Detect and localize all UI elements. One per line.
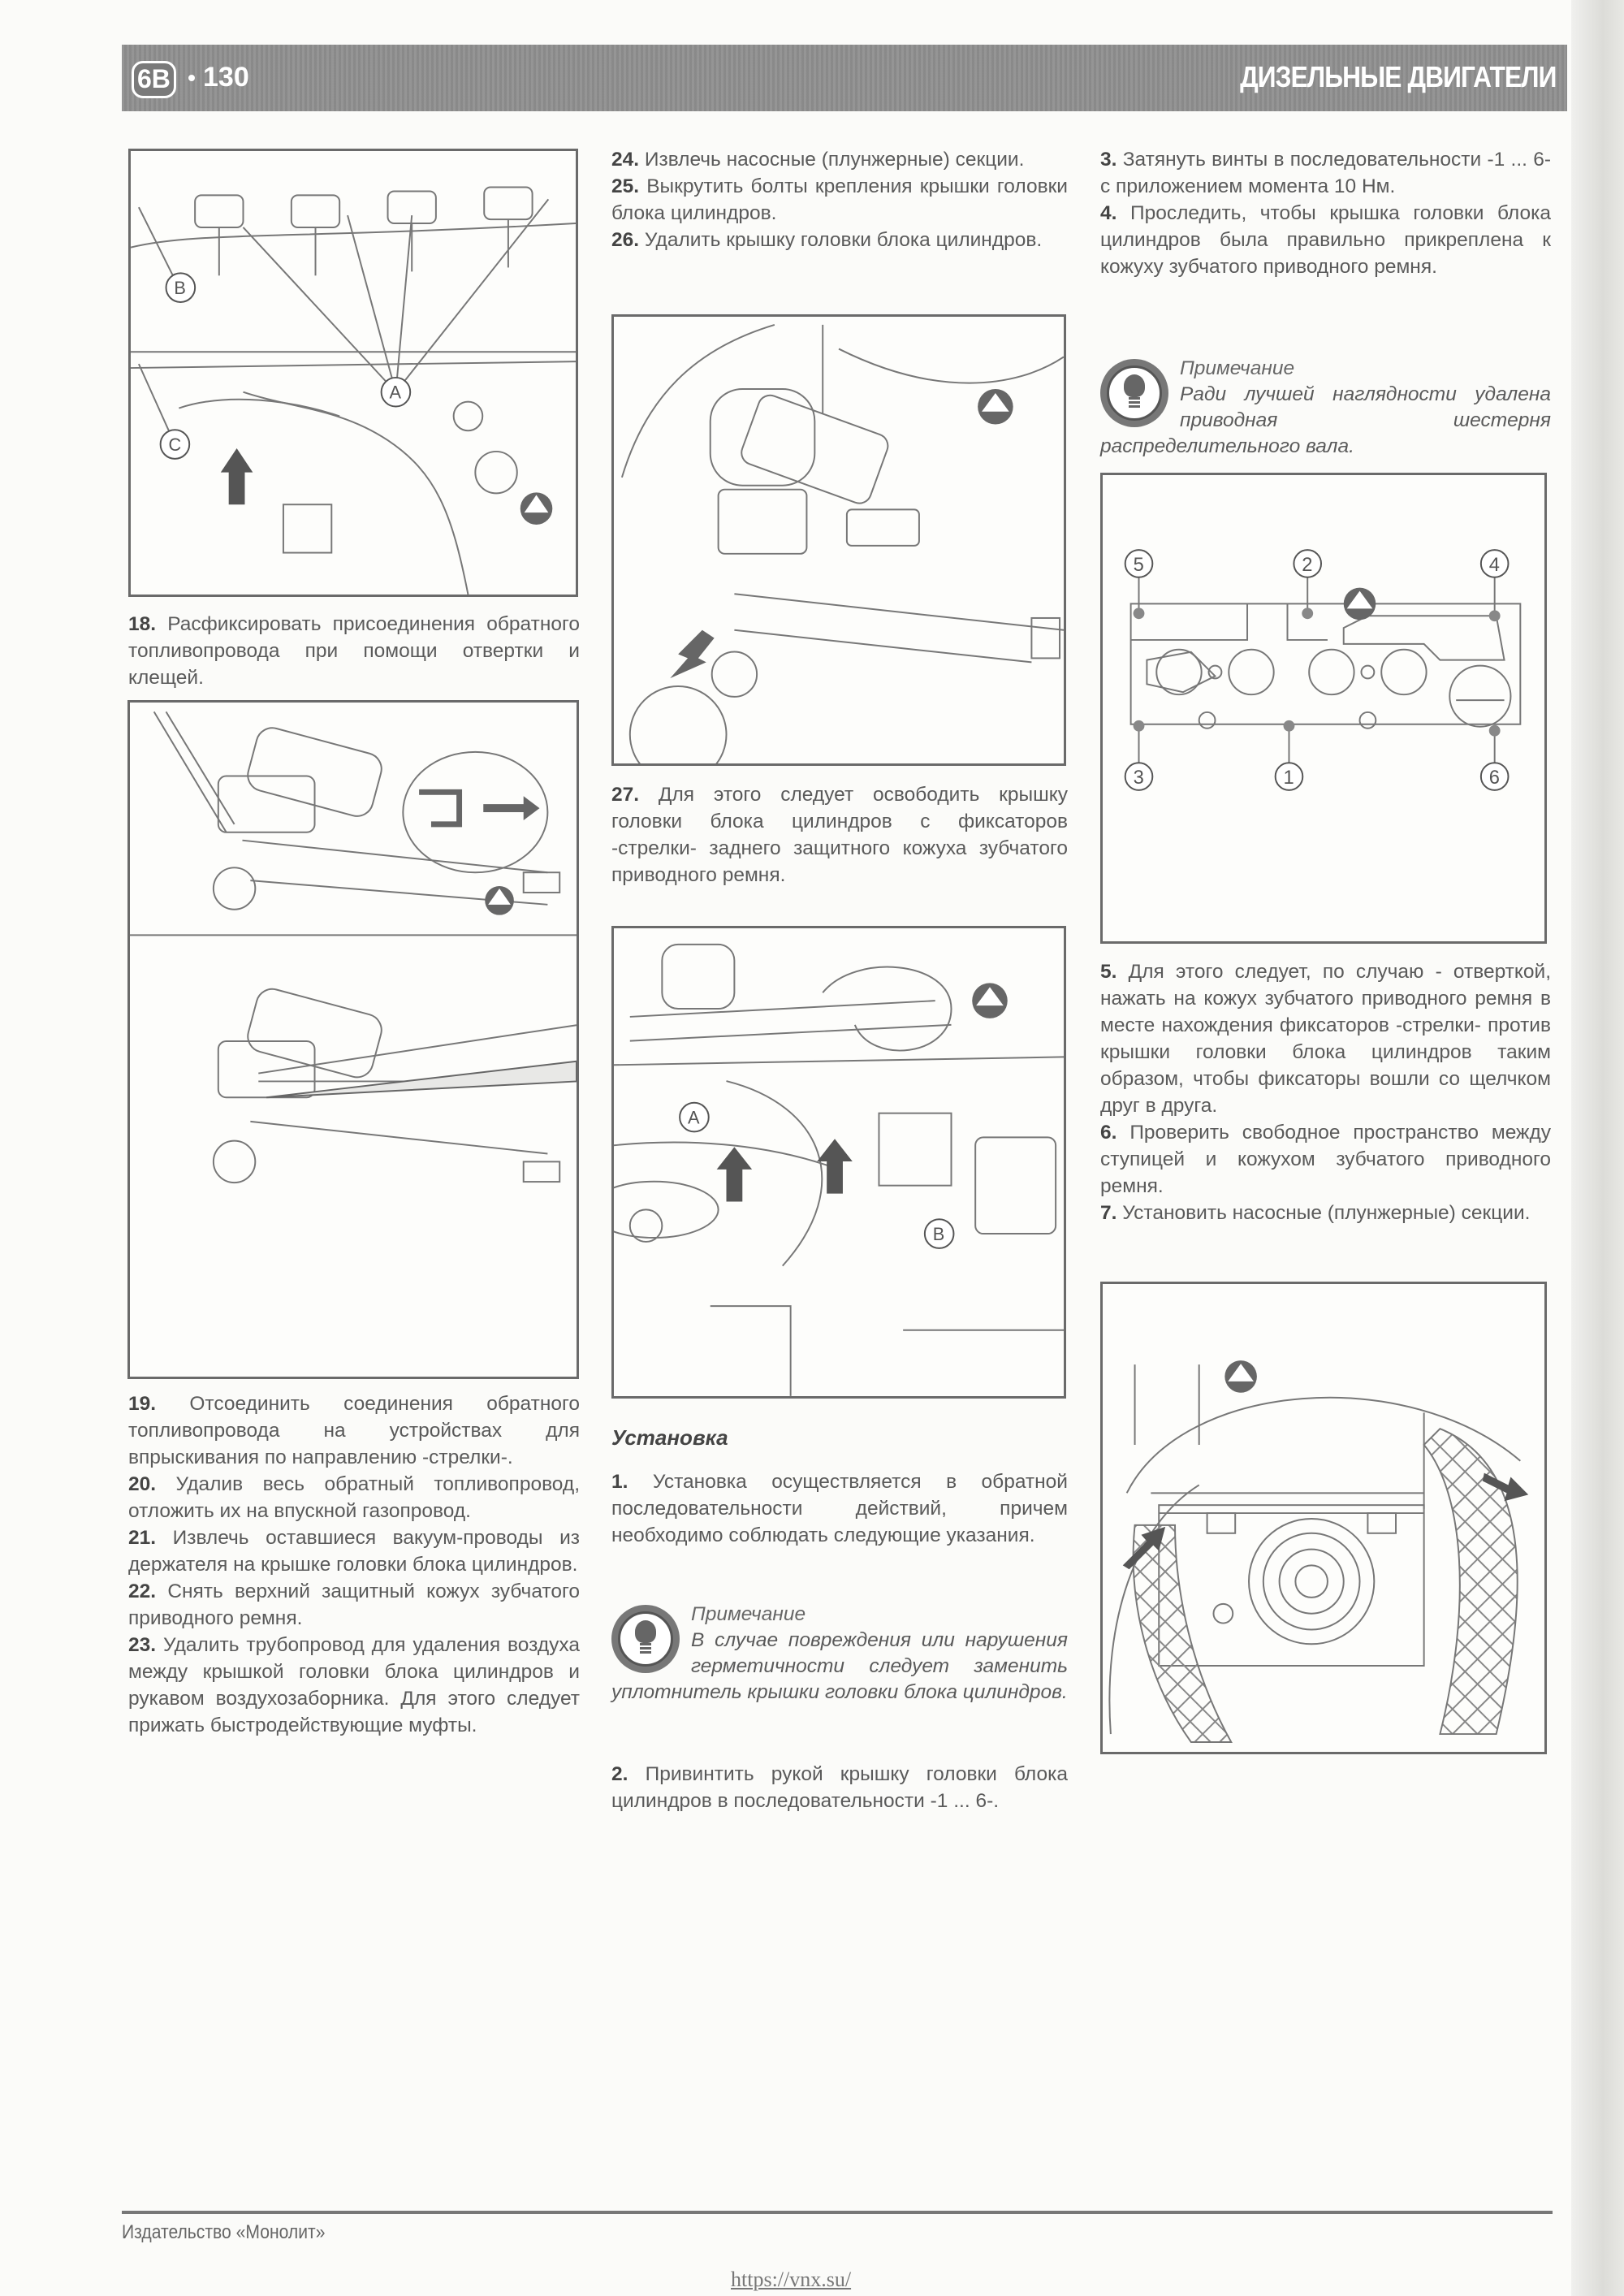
install-steps-3-4: 3. Затянуть винты в последовательности -… bbox=[1100, 146, 1551, 280]
bullet-icon bbox=[188, 75, 195, 81]
step-20: 20. Удалив весь обратный топливопровод, … bbox=[128, 1473, 580, 1522]
callout-1: 1 bbox=[1284, 767, 1294, 789]
callout-a: A bbox=[688, 1108, 700, 1128]
engine-illustration: A B C bbox=[131, 186, 576, 595]
connector-illustration bbox=[620, 323, 1064, 763]
section-title: ДИЗЕЛЬНЫЕ ДВИГАТЕЛИ bbox=[1239, 60, 1557, 93]
callout-b: B bbox=[174, 278, 186, 298]
install-step-4: 4. Проследить, чтобы крышка головки блок… bbox=[1100, 202, 1551, 278]
page-header: 6B 130 ДИЗЕЛЬНЫЕ ДВИГАТЕЛИ bbox=[122, 45, 1567, 111]
install-steps-5-7: 5. Для этого следует, по случаю - отверт… bbox=[1100, 958, 1551, 1226]
figure-belt-cover-latches bbox=[1100, 1282, 1547, 1754]
monolit-logo-icon bbox=[485, 886, 514, 915]
step-23: 23. Удалить трубопровод для удаления воз… bbox=[128, 1634, 580, 1736]
install-step-7: 7. Установить насосные (плунжерные) секц… bbox=[1100, 1202, 1531, 1224]
note-seal-replacement: Примечание В случае повреждения или нару… bbox=[611, 1603, 1068, 1703]
clip-illustration bbox=[130, 711, 577, 1184]
chapter-badge: 6B bbox=[132, 61, 176, 98]
belt-cover-illustration bbox=[1108, 1360, 1529, 1743]
install-step-2: 2. Привинтить рукой крышку головки блока… bbox=[611, 1763, 1068, 1812]
retainer-illustration: A B bbox=[614, 943, 1064, 1396]
callout-6: 6 bbox=[1489, 767, 1500, 789]
step-24: 24. Извлечь насосные (плунжерные) секции… bbox=[611, 149, 1025, 171]
figure-bolt-sequence: 5 2 4 3 1 6 bbox=[1100, 473, 1547, 944]
note-camshaft-gear: Примечание Ради лучшей наглядности удале… bbox=[1100, 357, 1551, 457]
install-step-6: 6. Проверить свободное пространство межд… bbox=[1100, 1122, 1551, 1197]
callout-a: A bbox=[390, 383, 402, 403]
monolit-logo-icon bbox=[1343, 587, 1376, 620]
lightbulb-icon bbox=[611, 1605, 680, 1673]
step-25: 25. Выкрутить болты крепления крышки гол… bbox=[611, 175, 1068, 224]
install-step-3: 3. Затянуть винты в последовательности -… bbox=[1100, 149, 1551, 197]
figure-retainer-clips: A B bbox=[611, 926, 1066, 1399]
step-22: 22. Снять верхний защитный кожух зубчато… bbox=[128, 1580, 581, 1629]
footer-divider bbox=[122, 2211, 1553, 2214]
monolit-logo-icon bbox=[978, 389, 1013, 425]
install-step-5: 5. Для этого следует, по случаю - отверт… bbox=[1100, 961, 1552, 1117]
figure-injectors-overview: A B C bbox=[128, 149, 578, 597]
step-27: 27. Для этого следует освободить крышку … bbox=[611, 784, 1068, 886]
cylinder-head-cover-illustration: 5 2 4 3 1 6 bbox=[1124, 549, 1522, 791]
step-21: 21. Извлечь оставшиеся вакуум-проводы из… bbox=[128, 1527, 580, 1576]
figure-return-line-clip bbox=[127, 700, 579, 1379]
callout-5: 5 bbox=[1134, 555, 1144, 576]
monolit-logo-icon bbox=[1224, 1360, 1257, 1393]
figure-cover-removal bbox=[611, 314, 1066, 766]
monolit-logo-icon bbox=[520, 492, 553, 525]
page-number: 130 bbox=[188, 59, 249, 95]
install-step-1: 1. Установка осуществляется в обратной п… bbox=[611, 1471, 1068, 1546]
source-link[interactable]: https://vnx.su/ bbox=[731, 2268, 852, 2291]
steps-19-23: 19. Отсоединить соединения обратного топ… bbox=[128, 1390, 580, 1739]
callout-c: C bbox=[169, 435, 182, 455]
page-edge-shadow bbox=[1571, 0, 1624, 2296]
publisher-credit: Издательство «Монолит» bbox=[122, 2221, 326, 2243]
step-19: 19. Отсоединить соединения обратного топ… bbox=[128, 1393, 580, 1468]
monolit-logo-icon bbox=[972, 983, 1008, 1018]
step-18: 18. Расфиксировать присоединения обратно… bbox=[128, 613, 581, 689]
installation-heading: Установка bbox=[611, 1425, 728, 1450]
lightbulb-icon bbox=[1100, 359, 1168, 427]
callout-3: 3 bbox=[1134, 767, 1144, 789]
callout-b: B bbox=[933, 1224, 945, 1244]
callout-4: 4 bbox=[1489, 555, 1500, 576]
steps-24-26: 24. Извлечь насосные (плунжерные) секции… bbox=[611, 146, 1068, 253]
callout-2: 2 bbox=[1302, 555, 1312, 576]
step-26: 26. Удалить крышку головки блока цилиндр… bbox=[611, 229, 1043, 251]
